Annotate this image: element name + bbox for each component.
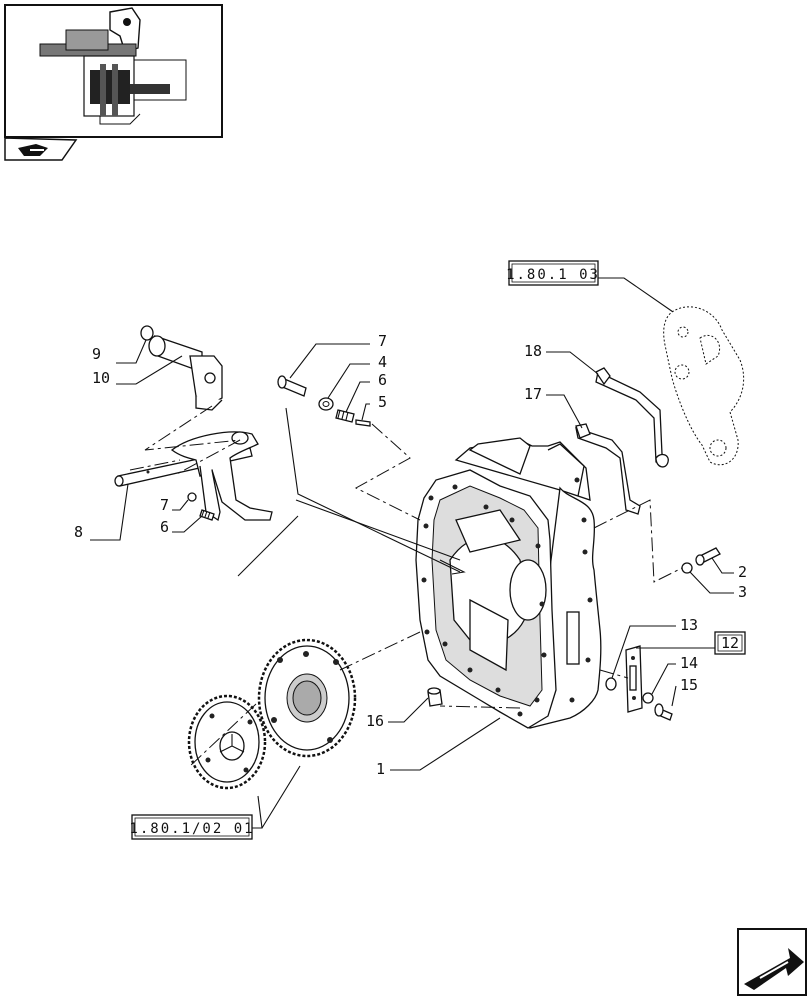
plug-16 xyxy=(427,687,443,707)
assembly-thumbnail[interactable] xyxy=(4,4,223,138)
gears-reference-box[interactable]: 1.80.1/02 01 xyxy=(129,814,254,840)
callout-14-label: 14 xyxy=(680,654,698,672)
gears-reference-text: 1.80.1/02 01 xyxy=(129,821,254,837)
callout-9-label: 8 xyxy=(74,523,83,541)
bracket-reference-leader xyxy=(598,277,677,315)
callout-18[interactable]: 18 xyxy=(524,342,599,375)
callout-15-label: 15 xyxy=(680,676,698,694)
bolt-2-washer-3 xyxy=(681,547,721,574)
callout-11[interactable]: 10 xyxy=(92,355,183,387)
callout-8[interactable]: 7 xyxy=(160,496,189,514)
callout-6-right-label: 6 xyxy=(378,371,387,389)
callout-7[interactable]: 7 xyxy=(289,332,387,379)
callout-16-label: 16 xyxy=(366,712,384,730)
callout-15[interactable]: 15 xyxy=(671,676,698,707)
gearbox-housing xyxy=(415,437,602,729)
callout-5[interactable]: 5 xyxy=(361,393,387,421)
callout-10[interactable]: 9 xyxy=(92,339,147,364)
callout-4-label: 4 xyxy=(378,353,387,371)
callout-12-label: 12 xyxy=(721,634,739,652)
callout-11-label: 10 xyxy=(92,369,110,387)
detent-ball xyxy=(187,492,197,502)
callout-6-right[interactable]: 6 xyxy=(345,371,387,413)
callout-2-label: 2 xyxy=(738,563,747,581)
control-bracket-plate xyxy=(663,306,745,466)
shift-bracket-18 xyxy=(595,367,669,468)
washer-14-bolt-15 xyxy=(642,692,673,721)
callout-6-left[interactable]: 6 xyxy=(160,515,203,536)
washer-13 xyxy=(605,677,617,691)
callout-17-label: 17 xyxy=(524,385,542,403)
shift-bracket-17 xyxy=(575,423,641,515)
callout-14[interactable]: 14 xyxy=(651,654,698,695)
callout-8-label: 7 xyxy=(160,496,169,514)
assembly-thumbnail-icon xyxy=(39,7,187,125)
callout-1[interactable]: 1 xyxy=(376,717,501,778)
callout-2[interactable]: 2 xyxy=(711,557,747,581)
callout-16[interactable]: 16 xyxy=(366,697,429,730)
pivot-pin-assembly xyxy=(140,325,223,411)
callout-6-left-label: 6 xyxy=(160,518,169,536)
callout-1-label: 1 xyxy=(376,760,385,778)
callout-17[interactable]: 17 xyxy=(524,385,583,429)
callout-18-label: 18 xyxy=(524,342,542,360)
callout-3-label: 3 xyxy=(738,583,747,601)
callout-4[interactable]: 4 xyxy=(327,353,387,399)
callout-12[interactable]: 12 xyxy=(636,631,746,655)
shift-fork-assembly xyxy=(114,431,273,522)
callout-9[interactable]: 8 xyxy=(74,483,129,541)
next-page-arrow-icon[interactable] xyxy=(737,928,807,996)
gear-large xyxy=(257,638,357,758)
housing-pointer-lines xyxy=(237,407,466,577)
callout-5-label: 5 xyxy=(378,393,387,411)
back-arrow-icon[interactable] xyxy=(4,137,78,161)
gears-reference-leader xyxy=(252,765,301,829)
callout-13[interactable]: 13 xyxy=(611,616,698,679)
bracket-reference-text: 1.80.1 03 xyxy=(506,267,600,283)
callout-7-label: 7 xyxy=(378,332,387,350)
bracket-reference-box[interactable]: 1.80.1 03 xyxy=(506,260,600,286)
detent-spring-left xyxy=(199,509,215,521)
callout-10-label: 9 xyxy=(92,345,101,363)
bolt-washer-spring-set xyxy=(277,375,371,427)
callout-3[interactable]: 3 xyxy=(689,571,747,601)
cover-plate-12 xyxy=(625,645,643,713)
callout-13-label: 13 xyxy=(680,616,698,634)
gear-small xyxy=(187,694,267,790)
assembly-dash-lines xyxy=(129,405,683,767)
